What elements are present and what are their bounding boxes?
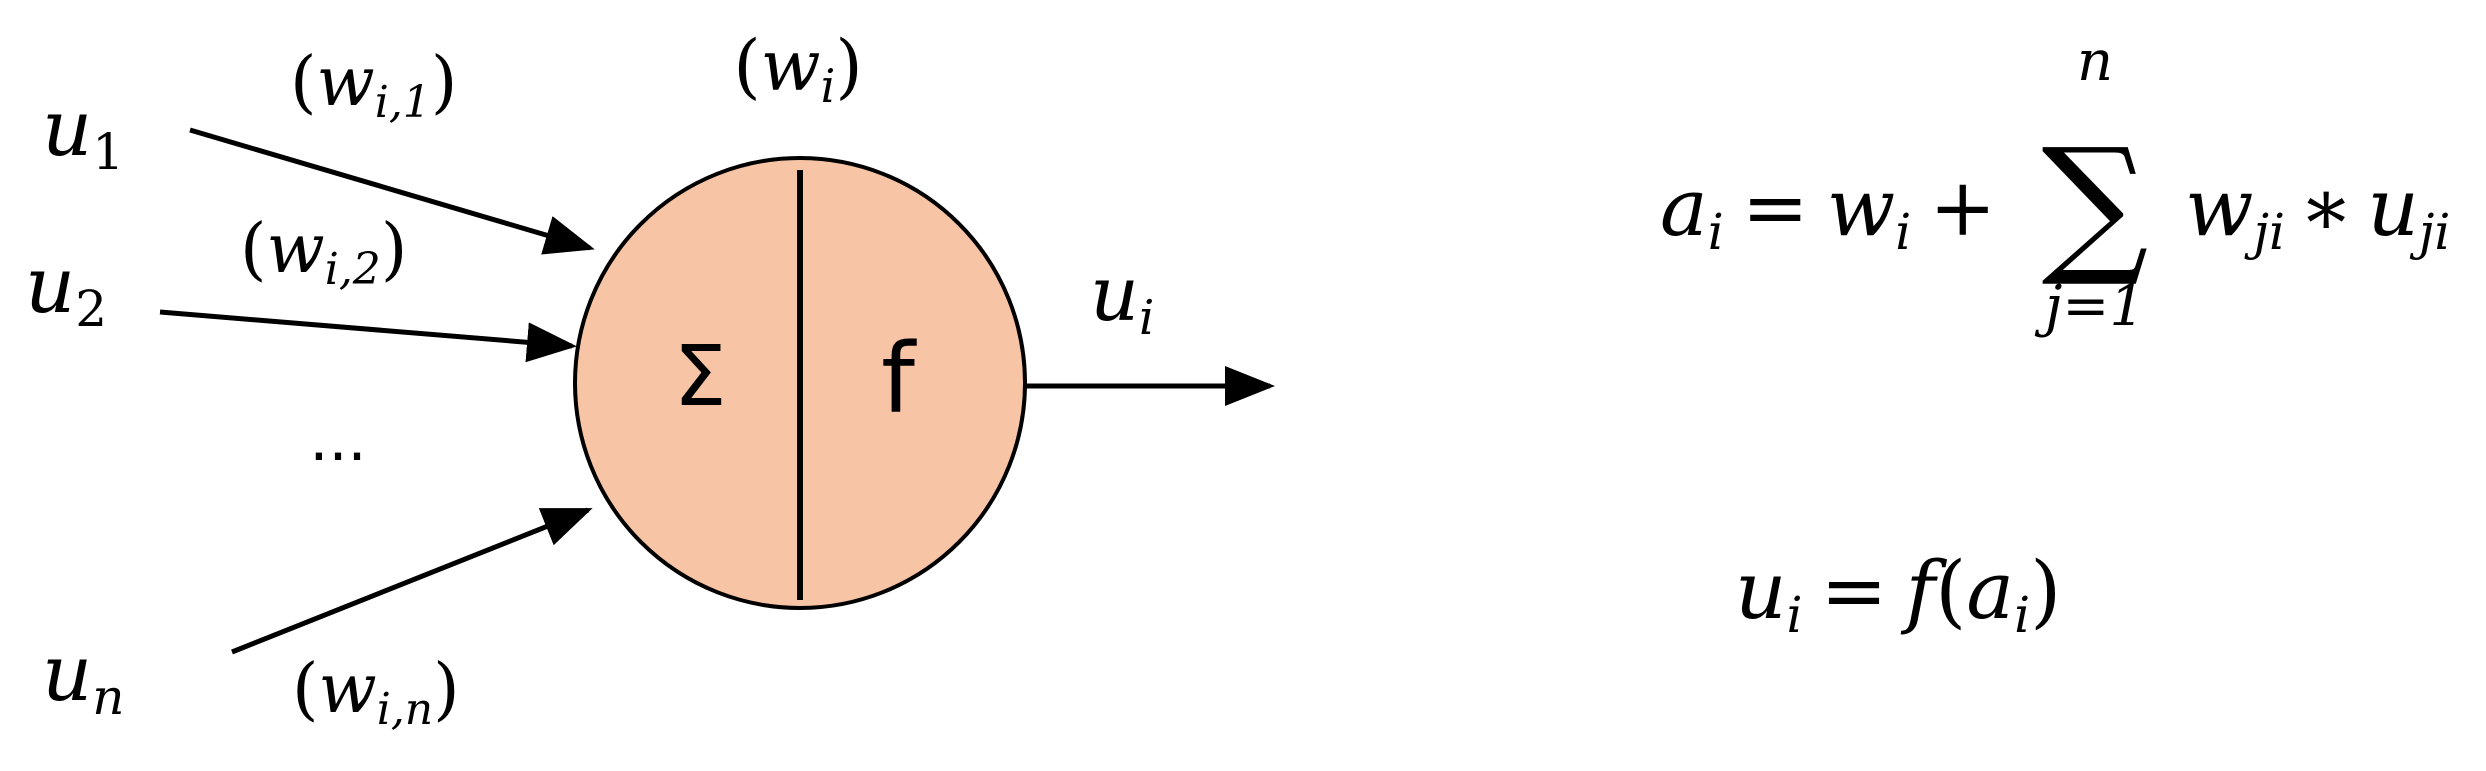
- input-2: u2 (wi,2): [25, 210, 577, 363]
- summation-symbol: ∑: [2041, 117, 2148, 291]
- bias-weight-label: (wi): [733, 25, 862, 113]
- activation-equation-rhs: wji∗uji: [2185, 161, 2450, 261]
- input-n-label: un: [42, 629, 124, 726]
- input-ellipsis: ...: [309, 405, 366, 475]
- input-1-arrow: [189, 127, 595, 255]
- input-1-weight-label: (wi,1): [290, 43, 457, 128]
- input-2-label: u2: [25, 241, 107, 338]
- output-equation: ui=f(ai): [1735, 544, 2061, 644]
- activation-equation: ai=wi+ ∑ n j=1 wji∗uji: [1660, 29, 2450, 339]
- summation-lower-limit: j=1: [2034, 274, 2145, 339]
- activation-symbol: f: [881, 323, 917, 435]
- input-n: un (wi,n): [42, 507, 593, 735]
- input-n-arrow: [231, 507, 593, 655]
- output-label: ui: [1090, 249, 1154, 346]
- input-2-arrow: [159, 309, 577, 363]
- summation-upper-limit: n: [2077, 29, 2113, 94]
- input-1-label: u1: [42, 84, 124, 181]
- sum-symbol: Σ: [673, 327, 726, 425]
- output-equation-text: ui=f(ai): [1735, 544, 2061, 644]
- neuron: Σ f: [573, 156, 1027, 610]
- input-1: u1 (wi,1): [42, 43, 595, 255]
- activation-equation-lhs: ai=wi+: [1660, 161, 1996, 261]
- output: ui: [1025, 249, 1275, 406]
- input-2-weight-label: (wi,2): [240, 210, 407, 295]
- input-n-weight-label: (wi,n): [292, 650, 460, 735]
